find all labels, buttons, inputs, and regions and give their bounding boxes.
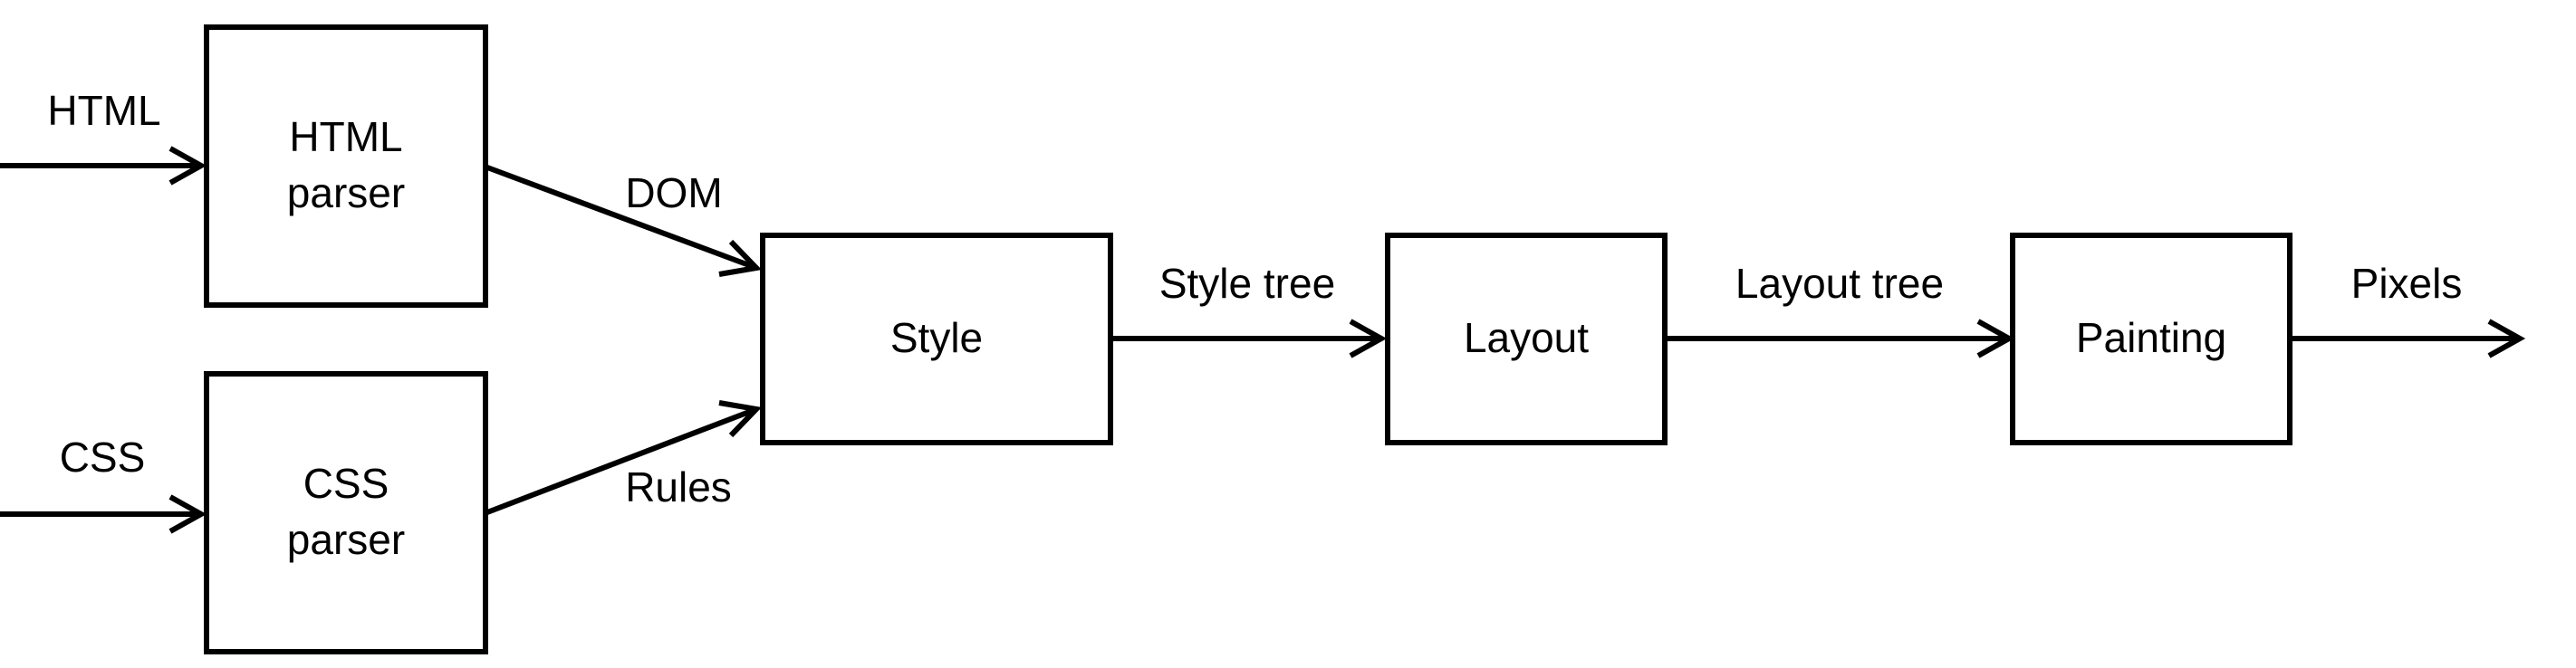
html-parser-node: HTML parser bbox=[204, 24, 488, 308]
style-node-label: Style bbox=[890, 314, 983, 361]
painting-node: Painting bbox=[2010, 233, 2292, 445]
css-parser-label-line2: parser bbox=[287, 516, 405, 563]
edge-rules bbox=[485, 400, 763, 515]
css-parser-label-line1: CSS bbox=[303, 460, 389, 507]
edge-html-input bbox=[0, 146, 207, 186]
layout-node-label: Layout bbox=[1464, 314, 1589, 361]
edge-css-input bbox=[0, 494, 207, 534]
edge-layout-tree bbox=[1665, 319, 2015, 358]
edge-style-tree bbox=[1110, 319, 1388, 358]
edge-label-css: CSS bbox=[60, 434, 146, 481]
css-parser-node: CSS parser bbox=[204, 371, 488, 654]
edge-pixels bbox=[2290, 319, 2526, 358]
edge-label-pixels: Pixels bbox=[2351, 260, 2463, 307]
edge-label-dom: DOM bbox=[625, 169, 722, 216]
html-parser-label-line2: parser bbox=[287, 169, 405, 216]
layout-node: Layout bbox=[1385, 233, 1668, 445]
edge-label-rules: Rules bbox=[625, 463, 732, 511]
style-node: Style bbox=[760, 233, 1113, 445]
html-parser-label-line1: HTML bbox=[289, 113, 402, 160]
edge-dom bbox=[485, 165, 763, 277]
edge-label-html: HTML bbox=[47, 87, 160, 134]
painting-node-label: Painting bbox=[2076, 314, 2226, 361]
edge-label-style-tree: Style tree bbox=[1159, 260, 1335, 307]
edge-label-layout-tree: Layout tree bbox=[1735, 260, 1944, 307]
